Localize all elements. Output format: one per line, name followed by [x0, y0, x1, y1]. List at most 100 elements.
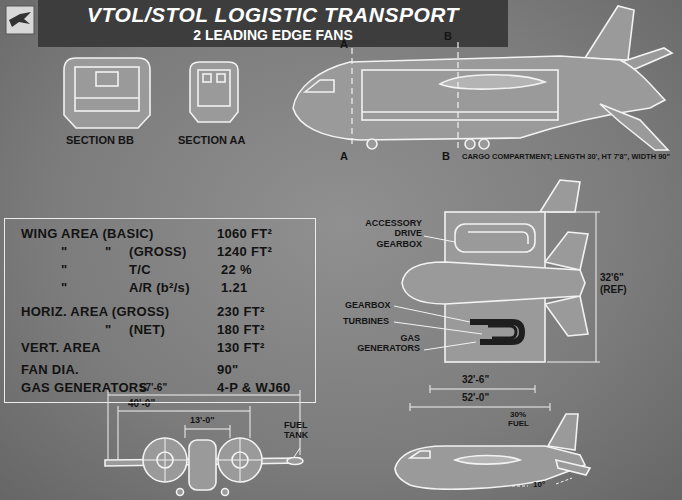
table-cell: " [61, 263, 67, 277]
table-cell: HORIZ. AREA (GROSS) [21, 305, 169, 319]
section-aa [198, 70, 230, 106]
side-elevation [395, 414, 590, 489]
table-cell: 1.21 [221, 281, 248, 295]
section-bb [75, 67, 139, 111]
dimension-line [556, 478, 572, 484]
side-view [465, 139, 475, 149]
title: VTOL/STOL LOGISTIC TRANSPORT [40, 3, 506, 27]
planform-view [545, 232, 588, 270]
side-view [362, 111, 558, 113]
side-view [479, 139, 489, 149]
section-letter: A [340, 150, 348, 163]
subtitle: 2 LEADING EDGE FANS [40, 27, 506, 43]
front-view [143, 438, 262, 482]
part-label: ACCESSORY DRIVE GEARBOX [358, 218, 422, 249]
planform-view [402, 180, 588, 362]
dimension: 52'-0" [462, 392, 489, 404]
side-view [585, 6, 634, 60]
section-bb [64, 58, 150, 128]
section-letter: A [340, 38, 348, 51]
dimension-line [410, 407, 550, 408]
side-elevation [395, 446, 585, 489]
section-label: SECTION BB [66, 134, 134, 147]
logo [6, 6, 34, 34]
table-cell: WING AREA (BASIC) [21, 227, 154, 241]
table-cell: 180 FT² [217, 323, 265, 337]
front-view [222, 489, 229, 496]
side-elevation [455, 456, 520, 465]
part-label: GAS GENERATORS [356, 333, 420, 354]
front-view [177, 489, 184, 496]
dimension: 13'-0" [190, 415, 214, 425]
side-elevation [410, 451, 430, 458]
table-cell: (NET) [129, 323, 165, 337]
planform-view [402, 262, 585, 304]
planform-view [470, 322, 522, 342]
title-banner [38, 0, 508, 47]
table-cell: " [105, 245, 111, 259]
table-cell: 1060 FT² [217, 227, 272, 241]
leader-line [394, 322, 482, 334]
section-cut-line [352, 42, 458, 148]
section-bb [64, 58, 150, 128]
logo [9, 12, 31, 27]
side-view [293, 56, 665, 140]
part-label: GEARBOX [345, 300, 391, 310]
section-bb [75, 97, 139, 99]
planform-view [468, 232, 528, 244]
table-cell: A/R (b²/s) [129, 281, 190, 295]
title-banner [38, 0, 508, 47]
dimension-line [547, 212, 600, 213]
dimension-line [550, 403, 551, 411]
planform-view [545, 296, 588, 336]
dimension: 32'-6" [462, 374, 489, 386]
dimension-line [108, 390, 109, 460]
side-elevation [556, 460, 590, 475]
leader-line [424, 342, 476, 350]
side-view [367, 139, 377, 149]
dimension-line [118, 406, 119, 460]
table-cell: VERT. AREA [21, 341, 101, 355]
front-view [287, 458, 303, 465]
dimension: 10° [533, 480, 545, 489]
dimension: 30% [510, 410, 526, 419]
dimension-line [535, 385, 536, 393]
table-cell: 90" [217, 363, 239, 377]
logo [6, 6, 34, 34]
front-view [105, 438, 303, 496]
dimension-line [410, 403, 411, 411]
side-view [600, 104, 668, 150]
data-table: WING AREA (BASIC) 1060 FT² " " (GROSS) 1240 F… [4, 218, 316, 403]
table-cell: 230 FT² [217, 305, 265, 319]
dimension-line [108, 212, 600, 486]
section-aa [190, 62, 238, 122]
section-aa [203, 74, 211, 82]
side-view [362, 70, 558, 120]
planform-view [455, 224, 535, 252]
part-label: FUEL TANK [284, 420, 324, 441]
section-bb [96, 72, 118, 86]
table-cell: 22 % [221, 263, 252, 277]
planform-view [540, 180, 580, 212]
section-label: SECTION AA [178, 134, 245, 147]
table-cell: 4-P & WJ60 [217, 381, 291, 395]
cargo-note: CARGO COMPARTMENT; LENGTH 30', HT 7'8", … [462, 153, 670, 162]
dimension: FUEL [508, 419, 529, 428]
table-cell: (GROSS) [129, 245, 187, 259]
dimension-line [430, 389, 535, 390]
side-view [440, 75, 545, 89]
dimension: 40'-0" [128, 398, 155, 410]
section-cut-line [351, 48, 352, 148]
section-aa [190, 62, 238, 122]
table-cell: 130 FT² [217, 341, 265, 355]
section-letter: B [442, 150, 450, 163]
table-cell: GAS GENERATORS [21, 381, 148, 395]
table-cell: 1240 FT² [217, 245, 272, 259]
dimension-line [230, 425, 231, 438]
dimension-line [596, 212, 597, 362]
part-label: TURBINES [343, 316, 389, 326]
dimension-line [547, 362, 600, 363]
section-cut-line [457, 42, 458, 148]
